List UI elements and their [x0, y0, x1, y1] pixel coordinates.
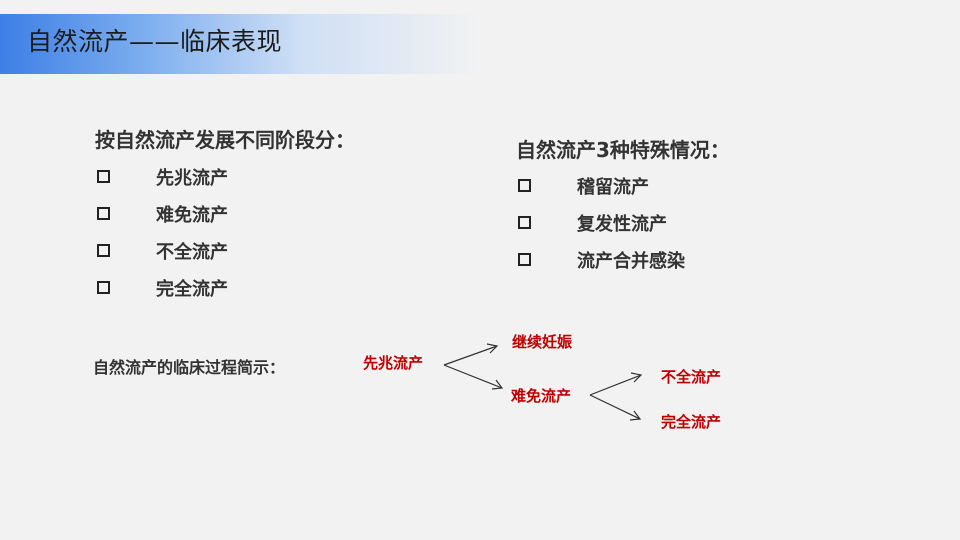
- list-item-label: 稽留流产: [577, 176, 649, 198]
- arrow-to-complete: [589, 394, 642, 421]
- list-item: 难免流产: [95, 195, 228, 232]
- list-item-label: 先兆流产: [156, 167, 228, 189]
- checkbox-icon: [97, 207, 110, 220]
- arrow-to-inevitable: [443, 364, 504, 390]
- checkbox-icon: [518, 253, 531, 266]
- left-list: 先兆流产 难免流产 不全流产 完全流产: [95, 158, 228, 306]
- arrow-to-continue: [443, 343, 499, 366]
- list-item: 流产合并感染: [516, 241, 685, 278]
- checkbox-icon: [97, 244, 110, 257]
- list-item-label: 不全流产: [156, 241, 228, 263]
- right-heading: 自然流产3种特殊情况：: [516, 138, 730, 162]
- flow-label: 自然流产的临床过程简示：: [93, 358, 286, 377]
- left-heading: 按自然流产发展不同阶段分：: [95, 128, 355, 152]
- title-band: [0, 14, 600, 74]
- flow-inevitable: 难免流产: [511, 387, 572, 405]
- list-item-label: 复发性流产: [577, 213, 667, 235]
- list-item: 复发性流产: [516, 204, 685, 241]
- checkbox-icon: [518, 179, 531, 192]
- flow-complete: 完全流产: [661, 413, 722, 431]
- list-item: 完全流产: [95, 269, 228, 306]
- list-item: 稽留流产: [516, 167, 685, 204]
- flow-incomplete: 不全流产: [661, 368, 722, 386]
- flow-start: 先兆流产: [363, 354, 424, 372]
- flow-continue: 继续妊娠: [512, 333, 573, 351]
- checkbox-icon: [97, 281, 110, 294]
- checkbox-icon: [97, 170, 110, 183]
- slide-title: 自然流产——临床表现: [27, 27, 283, 56]
- list-item: 不全流产: [95, 232, 228, 269]
- list-item-label: 流产合并感染: [577, 250, 685, 272]
- arrow-to-incomplete: [589, 372, 643, 396]
- list-item: 先兆流产: [95, 158, 228, 195]
- list-item-label: 完全流产: [156, 278, 228, 300]
- list-item-label: 难免流产: [156, 204, 228, 226]
- right-list: 稽留流产 复发性流产 流产合并感染: [516, 167, 685, 278]
- checkbox-icon: [518, 216, 531, 229]
